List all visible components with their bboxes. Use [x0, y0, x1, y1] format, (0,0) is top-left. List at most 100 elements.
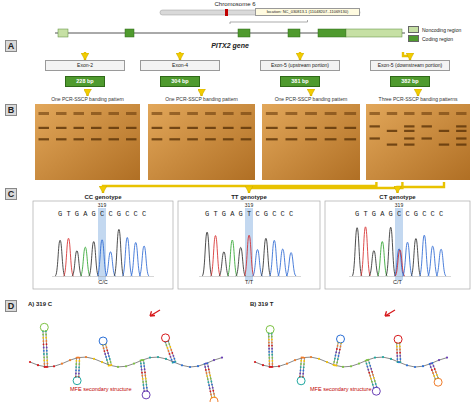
rna-base: [210, 390, 212, 392]
gel-band: [344, 127, 356, 129]
gel-well: [305, 112, 317, 115]
rna-base: [271, 357, 273, 359]
coding-exon: [238, 29, 250, 37]
rna-base: [108, 355, 110, 357]
rna-stem: [396, 343, 398, 362]
snp-highlight: [245, 208, 253, 280]
trace-peak: [89, 242, 99, 276]
base-sequence: G T G A G T C G C C C: [205, 210, 299, 218]
rna-base: [271, 342, 273, 344]
gel-band: [439, 130, 449, 132]
rna-base: [212, 387, 214, 389]
gel-band: [126, 127, 137, 129]
legend-row: Noncoding region: [408, 26, 472, 33]
rna-base: [46, 360, 48, 362]
rna-base: [170, 356, 172, 358]
gel-panel: One PCR-SSCP banding pattern: [35, 96, 140, 182]
node-text: TT genotype: [178, 193, 320, 201]
exon-box: Exon-4304 bp: [138, 60, 222, 90]
rna-base: [304, 357, 306, 359]
rna-base: [46, 350, 48, 352]
rna-base: [334, 358, 336, 360]
gel-well: [205, 112, 216, 115]
rna-base: [171, 359, 173, 361]
rna-base: [107, 362, 109, 364]
rna-base: [45, 334, 47, 336]
gel-band: [169, 127, 180, 129]
gel-well: [169, 112, 180, 115]
exon-box: Exon-5 (downstream portion)382 bp: [368, 60, 452, 90]
trace-peak: [211, 236, 221, 276]
rna-base: [143, 365, 145, 367]
rna-base: [434, 368, 436, 370]
exon-box: Exon-5 (upstream portion)381 bp: [258, 60, 342, 90]
rna-base: [172, 362, 174, 364]
rna-base: [254, 361, 256, 363]
rna-base: [76, 360, 78, 362]
rna-base: [396, 346, 398, 348]
trace-peak: [80, 247, 90, 276]
rna-base: [168, 350, 170, 352]
trace-peak: [244, 235, 254, 276]
rna-base: [436, 374, 438, 376]
rna-base: [400, 361, 402, 363]
rna-base: [438, 359, 440, 361]
rna-base: [43, 350, 45, 352]
rna-base: [210, 394, 212, 396]
rna-base: [399, 346, 401, 348]
rna-base: [373, 377, 375, 379]
rna-base: [69, 359, 71, 361]
rna-base: [44, 363, 46, 365]
node-text: PITX2 gene: [185, 40, 275, 50]
rna-base: [78, 363, 80, 365]
chromatogram-frame: [33, 201, 173, 289]
rna-stem: [205, 364, 212, 398]
trace-peak: [219, 252, 229, 276]
gel-band: [266, 127, 278, 129]
rna-loop: [434, 378, 442, 386]
rna-base: [125, 365, 127, 367]
rna-base: [43, 347, 45, 349]
node-text: Exon-2: [45, 60, 125, 71]
rna-base: [269, 360, 271, 362]
rna-base: [399, 355, 401, 357]
rna-base: [303, 366, 305, 368]
rna-loop: [40, 323, 48, 331]
rna-base: [79, 357, 81, 359]
rna-base: [44, 366, 46, 368]
rna-base: [272, 360, 274, 362]
rna-base: [46, 347, 48, 349]
gel-band: [325, 127, 337, 129]
rna-base: [206, 372, 208, 374]
rna-base: [211, 384, 213, 386]
node-text: CT genotype: [325, 193, 470, 201]
rna-backbone: [255, 357, 447, 367]
rna-base: [53, 365, 55, 367]
panel-letter: B: [5, 104, 17, 116]
rna-loop: [297, 377, 305, 385]
rna-base: [368, 372, 370, 374]
rna-base: [208, 381, 210, 383]
rna-base: [213, 359, 215, 361]
rna-base: [335, 351, 337, 353]
gel-band: [187, 127, 198, 129]
rna-base: [302, 373, 304, 375]
pointer-arrow: [385, 310, 395, 316]
gel-image: [262, 104, 360, 180]
rna-stem: [399, 343, 401, 362]
rna-base: [167, 347, 169, 349]
rna-base: [337, 345, 339, 347]
gel-band: [223, 138, 234, 140]
rna-base: [117, 366, 119, 368]
rna-base: [142, 378, 144, 380]
rna-base: [169, 353, 171, 355]
rna-base: [46, 340, 48, 342]
rna-base: [268, 336, 270, 338]
rna-base: [375, 383, 377, 385]
rna-stem: [268, 334, 270, 368]
trace-peak: [386, 227, 396, 276]
gel-band: [109, 127, 120, 129]
rna-base: [46, 343, 48, 345]
trace-baseline: [199, 276, 301, 277]
rna-base: [166, 344, 168, 346]
